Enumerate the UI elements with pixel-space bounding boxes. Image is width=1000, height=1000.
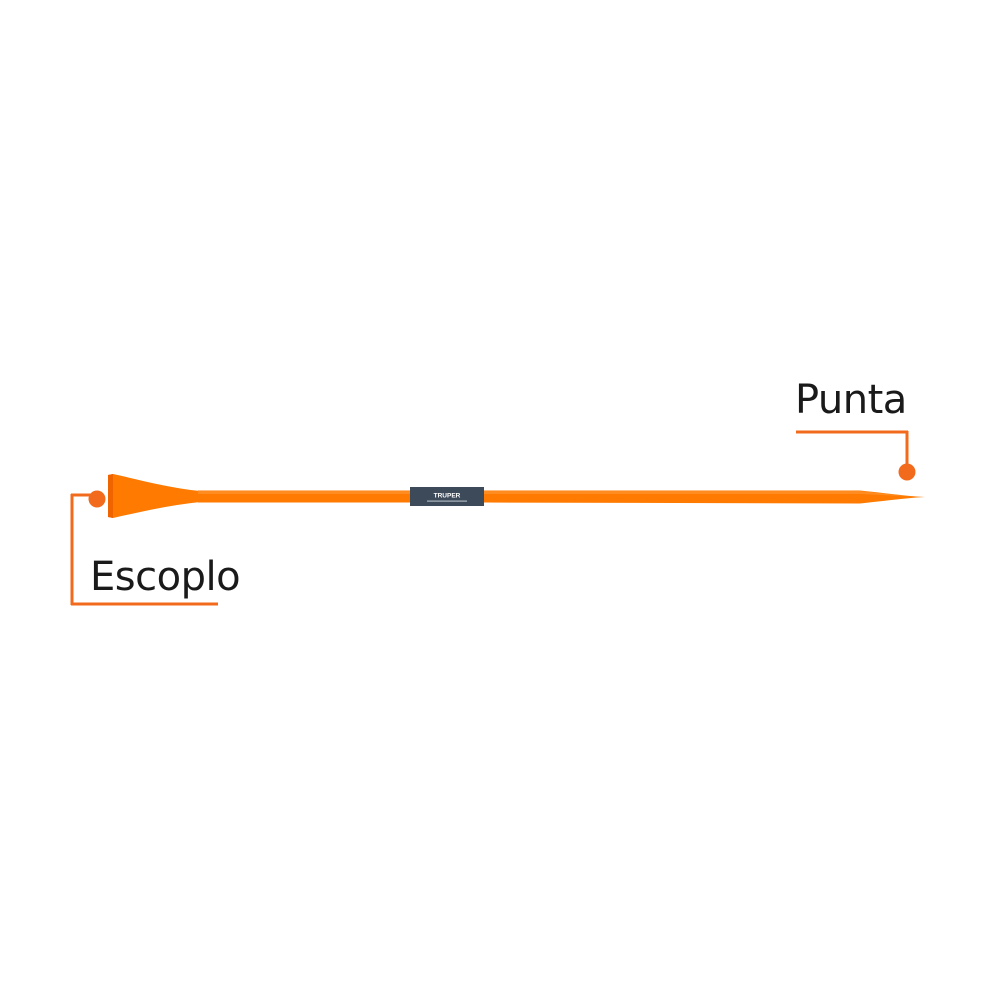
brand-logo-text: TRUPER: [434, 493, 461, 500]
escoplo-label: Escoplo: [90, 554, 241, 600]
punta-marker-dot-icon: [898, 463, 916, 481]
shaft-left-highlight: [198, 491, 410, 494]
shaft-right-highlight: [484, 491, 915, 497]
punta-label: Punta: [795, 377, 907, 423]
brand-label-fineprint: [427, 500, 467, 502]
escoplo-marker-dot-icon: [88, 490, 106, 508]
chisel-end: [108, 474, 200, 518]
chisel-facet: [108, 474, 113, 518]
